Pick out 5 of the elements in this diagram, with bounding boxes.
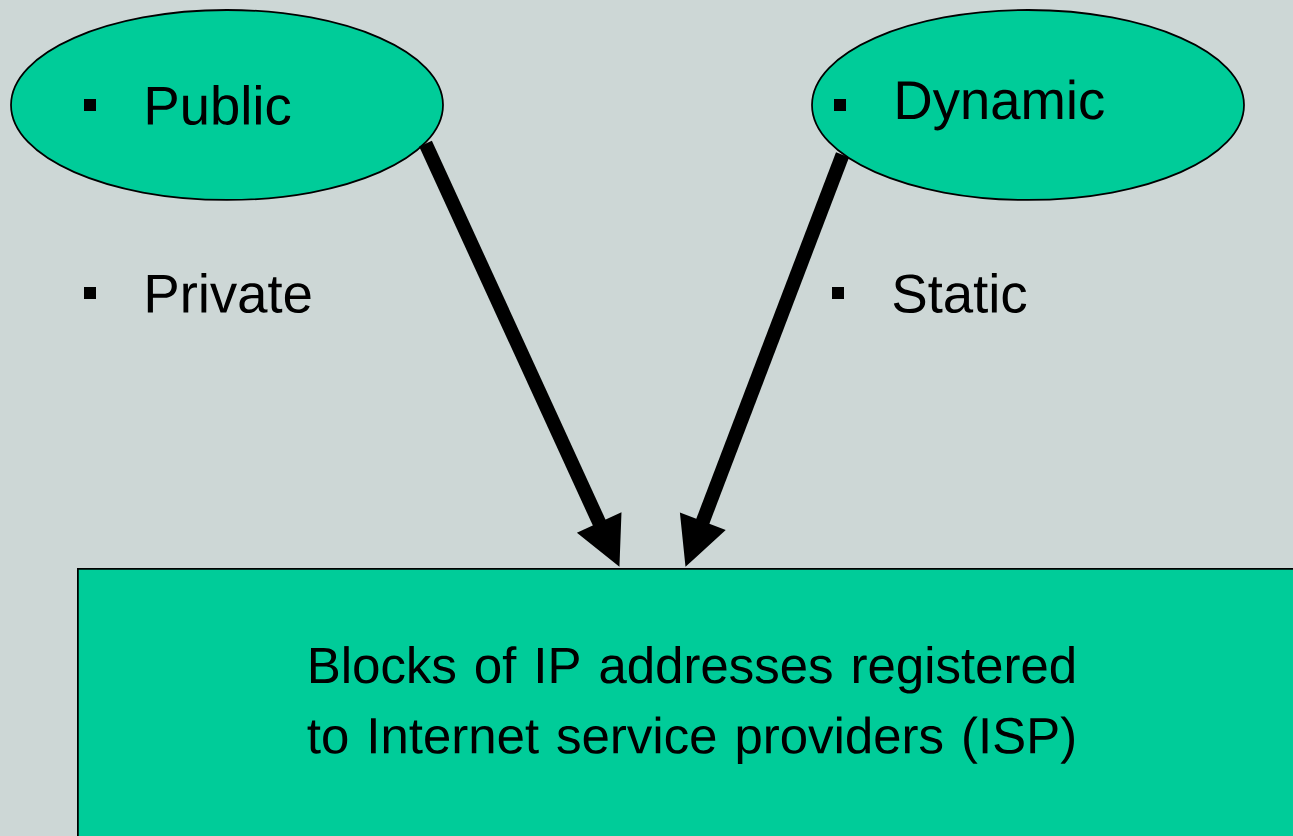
process-box: Blocks of IP addresses registered to Internet service providers (ISP) [77, 568, 1293, 836]
ellipse-node: Public [10, 9, 444, 201]
bullet-item: Static [832, 272, 1027, 313]
bullet-item: Private [84, 272, 311, 313]
ellipse-node: Dynamic [811, 9, 1245, 201]
